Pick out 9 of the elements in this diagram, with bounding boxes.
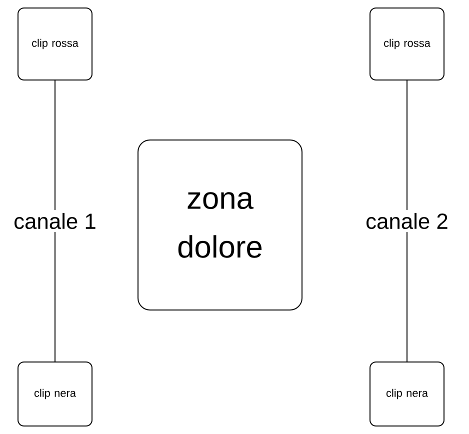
edge-label: canale 1: [10, 210, 100, 232]
clip-box: clip rossa: [370, 8, 444, 80]
clip-box: clip nera: [18, 361, 92, 426]
connector-line: [406, 80, 408, 362]
pain-zone-box: zona dolore: [138, 139, 302, 310]
edge-label: canale 2: [362, 210, 452, 232]
clip-box: clip nera: [370, 361, 444, 426]
clip-box: clip rossa: [18, 8, 92, 80]
connector-line: [54, 80, 56, 362]
